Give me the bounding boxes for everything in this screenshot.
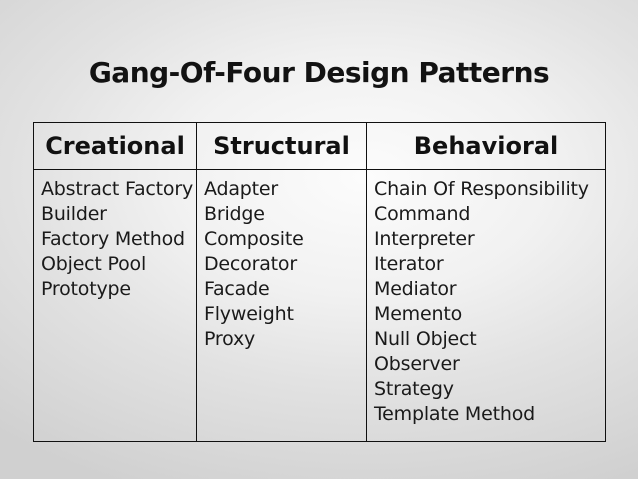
table-header-row: Creational Structural Behavioral	[33, 122, 606, 170]
pattern-item: Mediator	[374, 278, 457, 300]
pattern-item: Composite	[204, 228, 304, 250]
table-body-row: Abstract Factory Builder Factory Method …	[33, 169, 606, 442]
behavioral-patterns-cell: Chain Of Responsibility Command Interpre…	[366, 169, 606, 442]
column-header-structural: Structural	[196, 122, 367, 170]
slide-title: Gang-Of-Four Design Patterns	[88, 56, 550, 89]
pattern-item: Chain Of Responsibility	[374, 178, 589, 200]
pattern-item: Flyweight	[204, 303, 294, 325]
pattern-item: Builder	[41, 203, 107, 225]
pattern-item: Bridge	[204, 203, 265, 225]
column-header-creational: Creational	[33, 122, 197, 170]
pattern-item: Facade	[204, 278, 270, 300]
pattern-item: Observer	[374, 353, 460, 375]
pattern-item: Interpreter	[374, 228, 475, 250]
pattern-item: Decorator	[204, 253, 297, 275]
column-header-behavioral: Behavioral	[366, 122, 606, 170]
pattern-item: Factory Method	[41, 228, 185, 250]
pattern-item: Strategy	[374, 378, 454, 400]
pattern-item: Prototype	[41, 278, 131, 300]
design-patterns-table: Creational Structural Behavioral Abstrac…	[33, 122, 606, 442]
structural-patterns-cell: Adapter Bridge Composite Decorator Facad…	[196, 169, 367, 442]
pattern-item: Command	[374, 203, 471, 225]
pattern-item: Proxy	[204, 328, 256, 350]
pattern-item: Memento	[374, 303, 462, 325]
creational-patterns-cell: Abstract Factory Builder Factory Method …	[33, 169, 197, 442]
pattern-item: Null Object	[374, 328, 477, 350]
pattern-item: Iterator	[374, 253, 444, 275]
pattern-item: Object Pool	[41, 253, 147, 275]
pattern-item: Adapter	[204, 178, 278, 200]
pattern-item: Template Method	[374, 403, 535, 425]
pattern-item: Abstract Factory	[41, 178, 194, 200]
